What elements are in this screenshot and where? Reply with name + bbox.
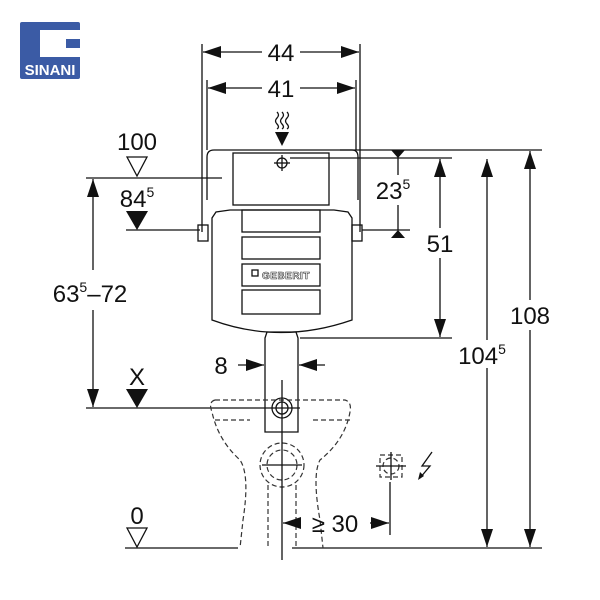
level-marker-x: X (126, 364, 148, 408)
svg-text:635–72: 635–72 (53, 279, 128, 308)
dimension-tank-51: 51 (427, 159, 454, 337)
brand-label: GEBERIT (262, 271, 310, 282)
svg-text:≥ 30: ≥ 30 (312, 511, 359, 538)
dimension-socket-distance: ≥ 30 (283, 511, 389, 538)
level-marker-84-5: 845 (120, 184, 155, 230)
svg-text:X: X (129, 364, 145, 391)
svg-text:100: 100 (117, 129, 157, 156)
dimension-pipe-8: 8 (214, 353, 325, 380)
extension-lines (86, 44, 542, 549)
electric-socket-icon (376, 452, 406, 480)
svg-text:108: 108 (510, 303, 550, 330)
level-marker-100: 100 (117, 129, 157, 178)
water-flush-icon (274, 111, 290, 146)
dimension-height-108: 108 (510, 151, 550, 547)
svg-text:235: 235 (376, 176, 411, 205)
dimension-width-41: 41 (208, 76, 355, 103)
cistern-frame: GEBERIT (197, 149, 363, 334)
svg-text:8: 8 (214, 353, 227, 380)
dimension-height-104-5: 1045 (458, 159, 506, 547)
logo-text: SINANI (25, 62, 76, 79)
level-marker-floor: 0 (125, 503, 149, 549)
svg-text:44: 44 (268, 40, 295, 67)
logo-mark (40, 30, 80, 57)
svg-text:51: 51 (427, 231, 454, 258)
sinani-logo: SINANI (20, 22, 80, 79)
toilet-outline (209, 380, 352, 560)
dimension-width-44: 44 (203, 40, 359, 67)
svg-text:0: 0 (130, 503, 143, 530)
svg-text:845: 845 (120, 184, 155, 213)
dimension-flush-offset-23-5: 235 (376, 150, 411, 238)
svg-text:1045: 1045 (458, 341, 506, 370)
lightning-icon (418, 451, 433, 480)
svg-text:41: 41 (268, 76, 295, 103)
dimension-button-range: 635–72 (53, 179, 128, 407)
